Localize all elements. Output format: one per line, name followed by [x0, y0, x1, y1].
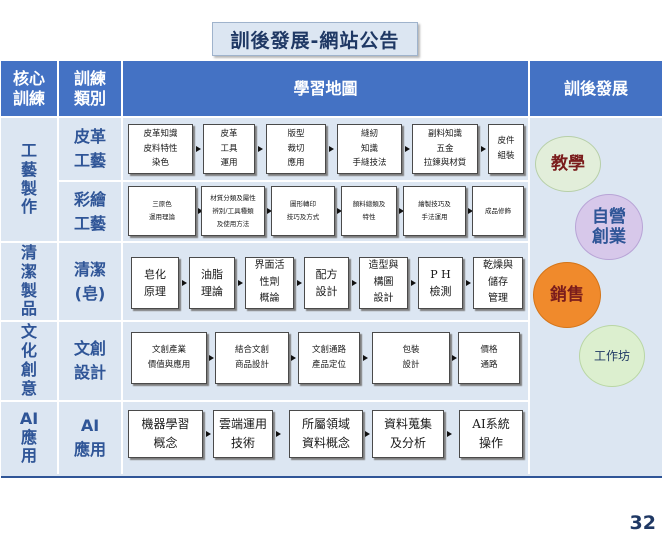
step-cleaning-4: 配方 設計	[304, 257, 349, 309]
category-cultural: 文創 設計	[73, 339, 106, 382]
group-separator	[1, 241, 528, 243]
step-leather-3: 版型 裁切 應用	[266, 124, 326, 174]
step-leather-6: 皮件 組裝	[488, 124, 524, 174]
development-teaching: 教學	[535, 136, 601, 192]
category-ai: AI 應用	[73, 416, 106, 459]
development-sales: 銷售	[533, 262, 601, 328]
arrow-right-icon	[238, 280, 243, 286]
step-painting-4: 顏料總類及 特性	[341, 186, 397, 236]
arrow-right-icon	[209, 355, 214, 361]
core-group-cultural: 文 化 創 意	[20, 322, 37, 398]
arrow-right-icon	[291, 355, 296, 361]
arrow-right-icon	[297, 280, 302, 286]
arrow-right-icon	[352, 280, 357, 286]
step-cleaning-1: 皂化 原理	[131, 257, 179, 309]
step-cleaning-7: 乾燥與 儲存 管理	[473, 257, 523, 309]
step-cleaning-5: 造型與 構圖 設計	[359, 257, 408, 309]
step-ai-4: 資料蒐集 及分析	[372, 410, 444, 458]
step-painting-2: 材質分類及屬性 辨別/工具種類 及使用方法	[201, 186, 265, 236]
step-ai-5: AI系統 操作	[459, 410, 523, 458]
arrow-right-icon	[399, 208, 404, 214]
step-leather-4: 縫紉 知識 手縫技法	[337, 124, 402, 174]
header-learning-map: 學習地圖	[123, 61, 528, 116]
group-separator	[1, 320, 528, 322]
step-ai-3: 所屬領域 資料概念	[289, 410, 363, 458]
arrow-right-icon	[452, 355, 457, 361]
step-leather-2: 皮革 工具 運用	[203, 124, 255, 174]
step-cleaning-6: P H 檢測	[418, 257, 463, 309]
step-cultural-4: 包裝 設計	[372, 332, 450, 384]
column-separator	[57, 61, 59, 474]
header-core-training: 核心 訓練	[1, 61, 57, 116]
column-separator	[528, 61, 530, 474]
arrow-right-icon	[481, 146, 486, 152]
core-group-cleaning: 清 潔 製 品	[20, 242, 37, 319]
arrow-right-icon	[363, 355, 368, 361]
development-startup: 自營 創業	[575, 194, 643, 260]
category-cleaning: 清潔 (皂)	[73, 259, 106, 303]
step-leather-5: 副料知識 五金 拉鍊與材質	[412, 124, 478, 174]
arrow-right-icon	[405, 146, 410, 152]
step-ai-1: 機器學習 概念	[128, 410, 203, 458]
core-group-craft: 工 藝 製 作	[20, 140, 37, 217]
header-training-category: 訓練 類別	[59, 61, 121, 116]
step-cultural-3: 文創通路 產品定位	[298, 332, 360, 384]
step-painting-3: 圖形轉印 技巧及方式	[271, 186, 335, 236]
arrow-right-icon	[468, 208, 473, 214]
step-leather-1: 皮革知識 皮料特性 染色	[128, 124, 193, 174]
step-cultural-1: 文創產業 價值與應用	[131, 332, 207, 384]
arrow-right-icon	[337, 208, 342, 214]
arrow-right-icon	[329, 146, 334, 152]
arrow-right-icon	[267, 208, 272, 214]
step-painting-6: 成品修飾	[472, 186, 524, 236]
arrow-right-icon	[206, 431, 211, 437]
step-cleaning-2: 油脂 理論	[189, 257, 235, 309]
header-post-training-development: 訓後發展	[530, 61, 662, 116]
step-cleaning-3: 界面活 性劑 概論	[245, 257, 294, 309]
category-leather: 皮革 工藝	[73, 127, 106, 170]
step-cultural-5: 價格 通路	[458, 332, 520, 384]
arrow-right-icon	[182, 280, 187, 286]
group-separator	[1, 400, 528, 402]
column-separator	[121, 61, 123, 474]
arrow-right-icon	[447, 431, 452, 437]
arrow-right-icon	[411, 280, 416, 286]
header-separator	[1, 116, 662, 118]
step-painting-5: 繪製技巧及 手法運用	[403, 186, 466, 236]
core-group-ai: AI 應 用	[19, 408, 39, 466]
arrow-right-icon	[276, 431, 281, 437]
step-ai-2: 雲端運用 技術	[213, 410, 273, 458]
page-number: 32	[629, 512, 656, 534]
arrow-right-icon	[365, 431, 370, 437]
page-title: 訓後發展-網站公告	[212, 22, 418, 56]
development-workshop: 工作坊	[579, 325, 645, 387]
category-painting: 彩繪 工藝	[73, 189, 106, 233]
arrow-right-icon	[198, 208, 203, 214]
arrow-right-icon	[466, 280, 471, 286]
arrow-right-icon	[196, 146, 201, 152]
row-separator	[59, 180, 528, 182]
arrow-right-icon	[258, 146, 263, 152]
step-cultural-2: 結合文創 商品設計	[215, 332, 289, 384]
step-painting-1: 三原色 運用理論	[128, 186, 196, 236]
